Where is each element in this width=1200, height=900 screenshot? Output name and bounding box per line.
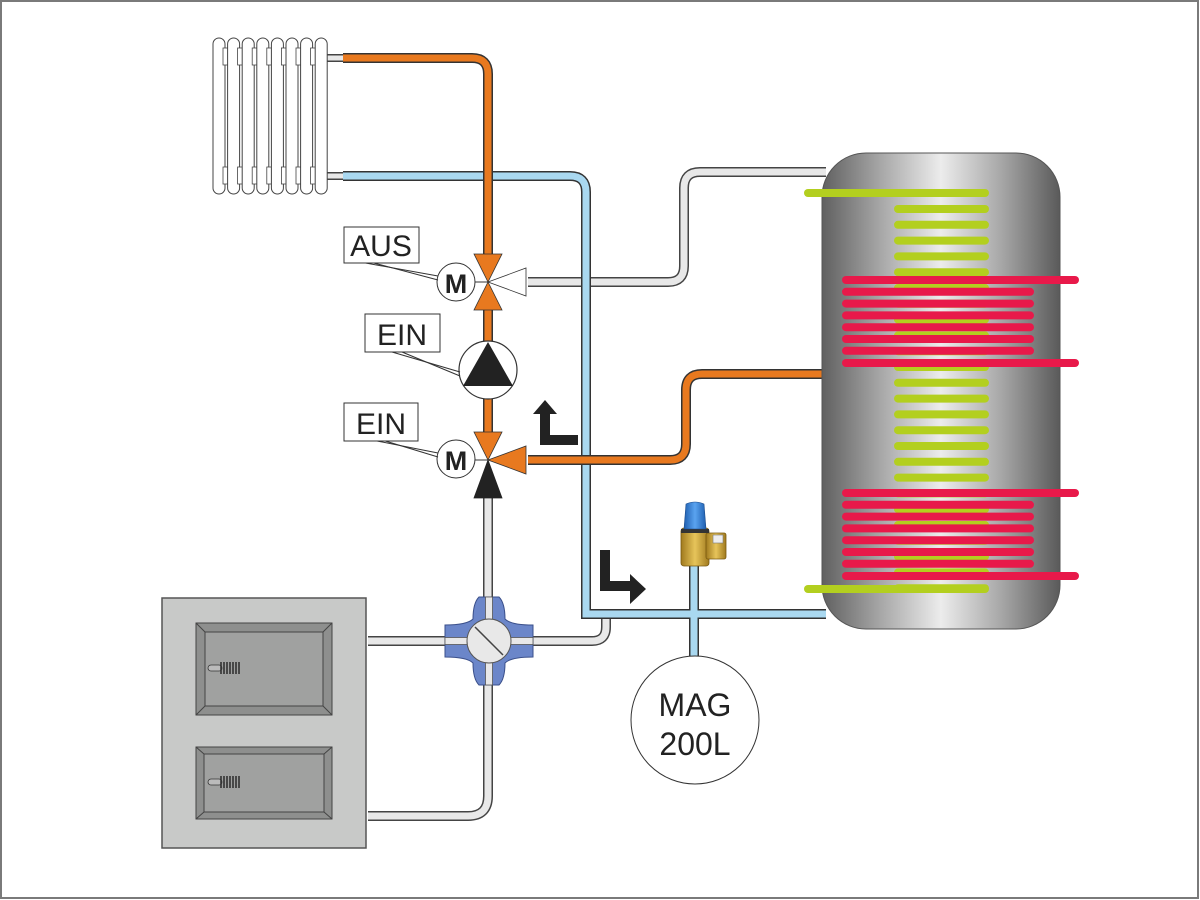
expansion-vessel-name: MAG — [659, 687, 732, 723]
motor-actuator-top[interactable]: M — [436, 262, 476, 302]
flow-arrow-up-icon — [533, 400, 578, 445]
valve-position-indicator — [474, 626, 504, 656]
radiator-section — [241, 37, 255, 195]
pump-state-callout: EIN — [364, 313, 461, 377]
motor-symbol: M — [445, 269, 468, 299]
valve-top-state-callout: AUS — [343, 226, 439, 281]
buffer-tank — [804, 152, 1079, 630]
valve-top-state: AUS — [350, 230, 412, 263]
radiator — [212, 37, 328, 195]
radiator-section — [212, 37, 226, 195]
expansion-vessel[interactable]: MAG 200L — [630, 655, 760, 785]
boiler-lower-door — [195, 746, 333, 820]
circulation-pump[interactable] — [458, 340, 518, 400]
motor-symbol: M — [445, 446, 468, 476]
tank-coils — [804, 189, 1079, 593]
flow-arrow-right-icon — [600, 550, 646, 604]
expansion-vessel-capacity: 200L — [659, 726, 730, 762]
four-way-mixing-valve[interactable] — [444, 596, 534, 686]
pump-state: EIN — [377, 319, 427, 352]
radiator-section — [227, 37, 241, 195]
radiator-section — [300, 37, 314, 195]
radiator-section — [314, 37, 328, 195]
valve-bottom-state-callout: EIN — [343, 402, 439, 458]
radiator-section — [270, 37, 284, 195]
solid-fuel-boiler — [161, 597, 367, 849]
boiler-upper-door — [195, 622, 333, 716]
valve-cap — [683, 501, 707, 530]
valve-bottom-state: EIN — [356, 408, 406, 441]
mixing-valve-bottom[interactable] — [473, 431, 527, 499]
door-handle-icon — [207, 776, 240, 788]
radiator-section — [256, 37, 270, 195]
mixing-valve-top[interactable] — [473, 253, 527, 311]
radiator-section — [285, 37, 299, 195]
door-handle-icon — [207, 662, 240, 674]
motor-actuator-bottom[interactable]: M — [436, 439, 476, 479]
pump-direction-icon — [463, 342, 513, 386]
safety-relief-valve[interactable] — [680, 501, 727, 567]
